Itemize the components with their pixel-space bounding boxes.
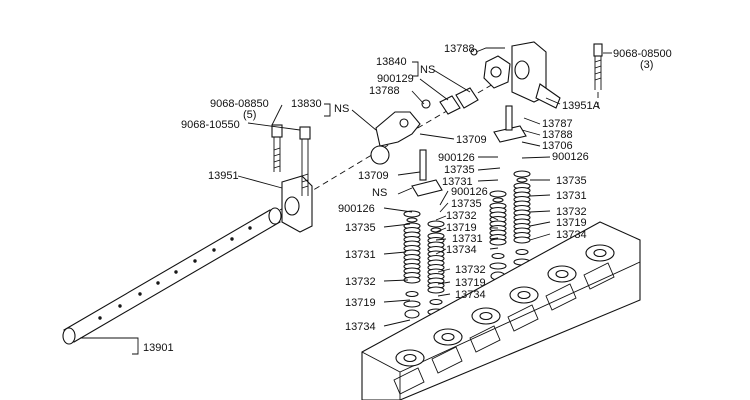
label-9068-08500: 9068-08500 — [613, 48, 672, 60]
label-13735-left: 13735 — [345, 222, 376, 234]
head-valve-port-3 — [469, 307, 501, 353]
label-ns-c: NS — [372, 187, 387, 199]
label-13731-mid-a: 13731 — [442, 176, 473, 188]
label-900126-mid-a: 900126 — [438, 152, 475, 164]
label-13788-right: 13788 — [542, 129, 573, 141]
label-13735-mid-a: 13735 — [444, 164, 475, 176]
valve-spring-stack-4 — [513, 170, 531, 277]
cylinder-head — [361, 221, 641, 400]
label-13732-lower: 13732 — [455, 264, 486, 276]
label-13731-right: 13731 — [556, 190, 587, 202]
rocker-bracket-13951 — [281, 175, 313, 233]
valve-spring-stack-3 — [489, 190, 507, 281]
label-13830: 13830 — [291, 98, 322, 110]
valve-bridge-right — [493, 105, 527, 143]
label-13787: 13787 — [542, 118, 573, 130]
label-13840: 13840 — [376, 56, 407, 68]
label-13901: 13901 — [143, 342, 174, 354]
label-13719-mid-b: 13719 — [446, 222, 477, 234]
part-labels: 13788 13840 NS 900129 13788 9068-08500 (… — [143, 43, 672, 354]
label-900126-right: 900126 — [552, 151, 589, 163]
valve-spring-stacks — [403, 170, 531, 327]
label-ns-b: NS — [334, 103, 349, 115]
label-900126-left: 900126 — [338, 203, 375, 215]
bolt-9068-08850 — [271, 124, 283, 172]
valve-bridge-left — [411, 149, 443, 197]
label-13951a: 13951A — [562, 100, 601, 112]
label-13731-left: 13731 — [345, 249, 376, 261]
label-13734-mid-b: 13734 — [446, 244, 477, 256]
label-13709-b: 13709 — [358, 170, 389, 182]
bolt-9068-10550 — [299, 126, 311, 196]
label-13734-right: 13734 — [556, 229, 587, 241]
head-valve-port-5 — [545, 265, 577, 311]
label-13735-mid-b: 13735 — [451, 198, 482, 210]
label-qty-3: (3) — [640, 59, 653, 71]
label-9068-08850: 9068-08850 — [210, 98, 269, 110]
label-13731-mid-b: 13731 — [452, 233, 483, 245]
head-valve-port-2 — [431, 328, 463, 374]
label-13734-left: 13734 — [345, 321, 376, 333]
label-13732-right: 13732 — [556, 206, 587, 218]
label-900126-mid-b: 900126 — [451, 186, 488, 198]
label-13734-lower: 13734 — [455, 289, 486, 301]
label-13951: 13951 — [208, 170, 239, 182]
label-13719-right: 13719 — [556, 217, 587, 229]
stud-9068-08500 — [593, 43, 603, 110]
label-13788-mid: 13788 — [369, 85, 400, 97]
label-900129: 900129 — [377, 73, 414, 85]
head-valve-port-4 — [507, 286, 539, 332]
label-13719-left: 13719 — [345, 297, 376, 309]
rocker-shaft-13901 — [62, 79, 501, 345]
rocker-bracket-13951a — [511, 41, 561, 109]
label-9068-10550: 9068-10550 — [181, 119, 240, 131]
label-ns-a: NS — [420, 64, 435, 76]
leader-lines — [80, 47, 612, 355]
label-13788-top: 13788 — [444, 43, 475, 55]
label-13719-lower: 13719 — [455, 277, 486, 289]
label-13706: 13706 — [542, 140, 573, 152]
label-13732-left: 13732 — [345, 276, 376, 288]
label-13735-right: 13735 — [556, 175, 587, 187]
head-valve-port-6 — [583, 244, 615, 290]
head-valve-port-1 — [393, 349, 425, 395]
shaft-oil-holes — [98, 226, 252, 320]
label-13732-mid-b: 13732 — [446, 210, 477, 222]
valve-spring-stack-1 — [403, 210, 421, 319]
label-qty-5: (5) — [243, 109, 256, 121]
label-13709-a: 13709 — [456, 134, 487, 146]
rocker-arm-13840 — [421, 48, 511, 115]
rocker-arm-13830 — [370, 111, 421, 165]
